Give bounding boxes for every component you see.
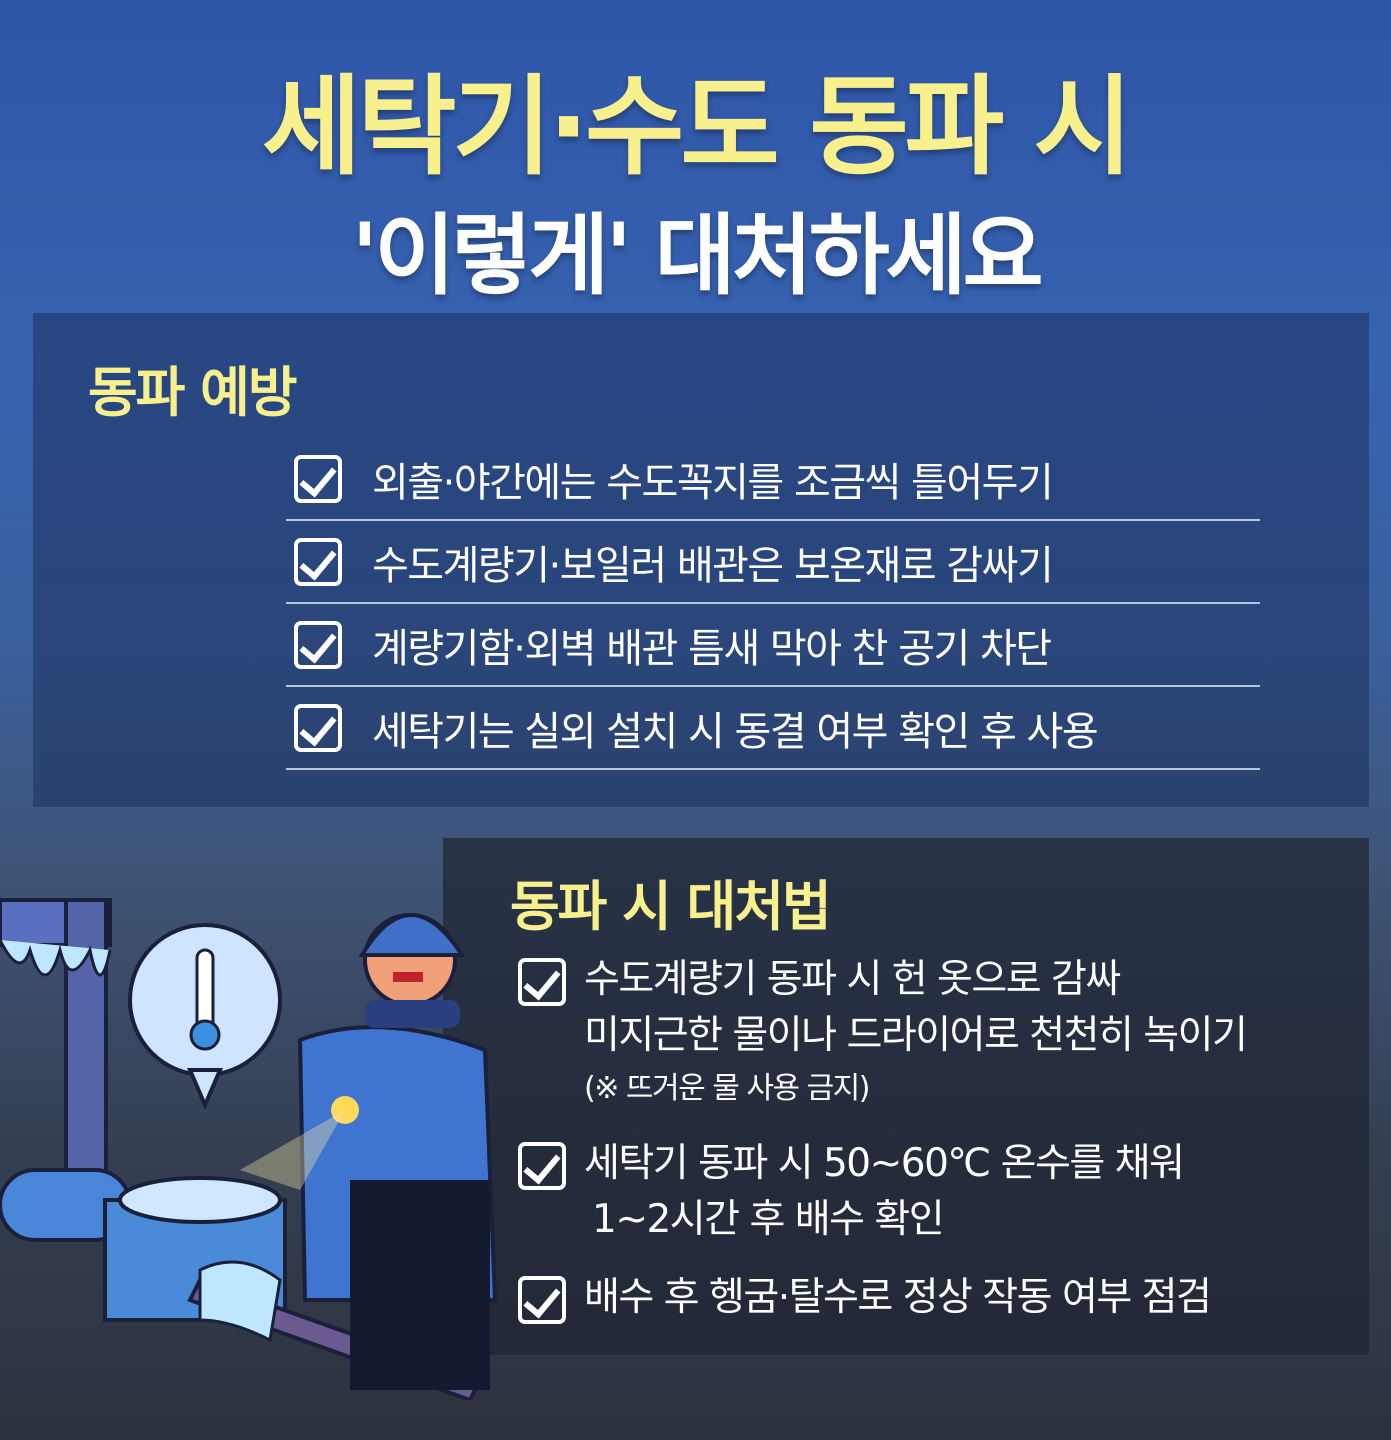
list-item: 세탁기는 실외 설치 시 동결 여부 확인 후 사용 [286, 687, 1260, 770]
item-text: 계량기함·외벽 배관 틈새 막아 찬 공기 차단 [372, 625, 1052, 672]
checkbox-icon [294, 703, 342, 752]
cold-person-icon [240, 913, 498, 1390]
list-item: 수도계량기·보일러 배관은 보온재로 감싸기 [286, 521, 1260, 604]
prevention-list: 외출·야간에는 수도꼭지를 조금씩 틀어두기 수도계량기·보일러 배관은 보온재… [286, 438, 1260, 770]
response-heading: 동파 시 대처법 [510, 875, 832, 938]
item-note: (※ 뜨거운 물 사용 금지) [584, 1071, 871, 1106]
item-text: 수도계량기·보일러 배관은 보온재로 감싸기 [372, 542, 1054, 589]
checkbox-icon [294, 620, 342, 669]
frozen-pipe-illustration [0, 898, 498, 1400]
item-text: 세탁기 동파 시 50~60℃ 온수를 채워 [584, 1141, 1185, 1186]
checkbox-icon [294, 454, 342, 503]
item-text: 세탁기는 실외 설치 시 동결 여부 확인 후 사용 [372, 708, 1099, 755]
checkbox-icon [518, 1142, 566, 1190]
list-item: 외출·야간에는 수도꼭지를 조금씩 틀어두기 [286, 438, 1260, 521]
sub-title: '이렇게' 대처하세요 [351, 204, 1043, 307]
response-panel [443, 838, 1369, 1355]
main-title: 세탁기·수도 동파 시 [261, 65, 1133, 190]
checkbox-icon [518, 958, 566, 1006]
thermometer-icon [128, 923, 282, 1111]
prevention-heading: 동파 예방 [88, 361, 298, 424]
prevention-panel [33, 313, 1369, 807]
list-item: 배수 후 헹굼·탈수로 정상 작동 여부 점검 [518, 1270, 1358, 1326]
list-item: 세탁기 동파 시 50~60℃ 온수를 채워 1~2시간 후 배수 확인 [518, 1136, 1358, 1248]
list-item: 계량기함·외벽 배관 틈새 막아 찬 공기 차단 [286, 604, 1260, 687]
item-text: 배수 후 헹굼·탈수로 정상 작동 여부 점검 [584, 1275, 1212, 1320]
item-text: 1~2시간 후 배수 확인 [592, 1197, 945, 1242]
checkbox-icon [518, 1276, 566, 1324]
item-text: 미지근한 물이나 드라이어로 천천히 녹이기 [584, 1013, 1248, 1058]
item-text: 외출·야간에는 수도꼭지를 조금씩 틀어두기 [372, 459, 1054, 506]
frozen-pipe-icon [0, 898, 483, 1400]
checkbox-icon [294, 537, 342, 586]
item-text: 수도계량기 동파 시 헌 옷으로 감싸 [584, 957, 1121, 1002]
